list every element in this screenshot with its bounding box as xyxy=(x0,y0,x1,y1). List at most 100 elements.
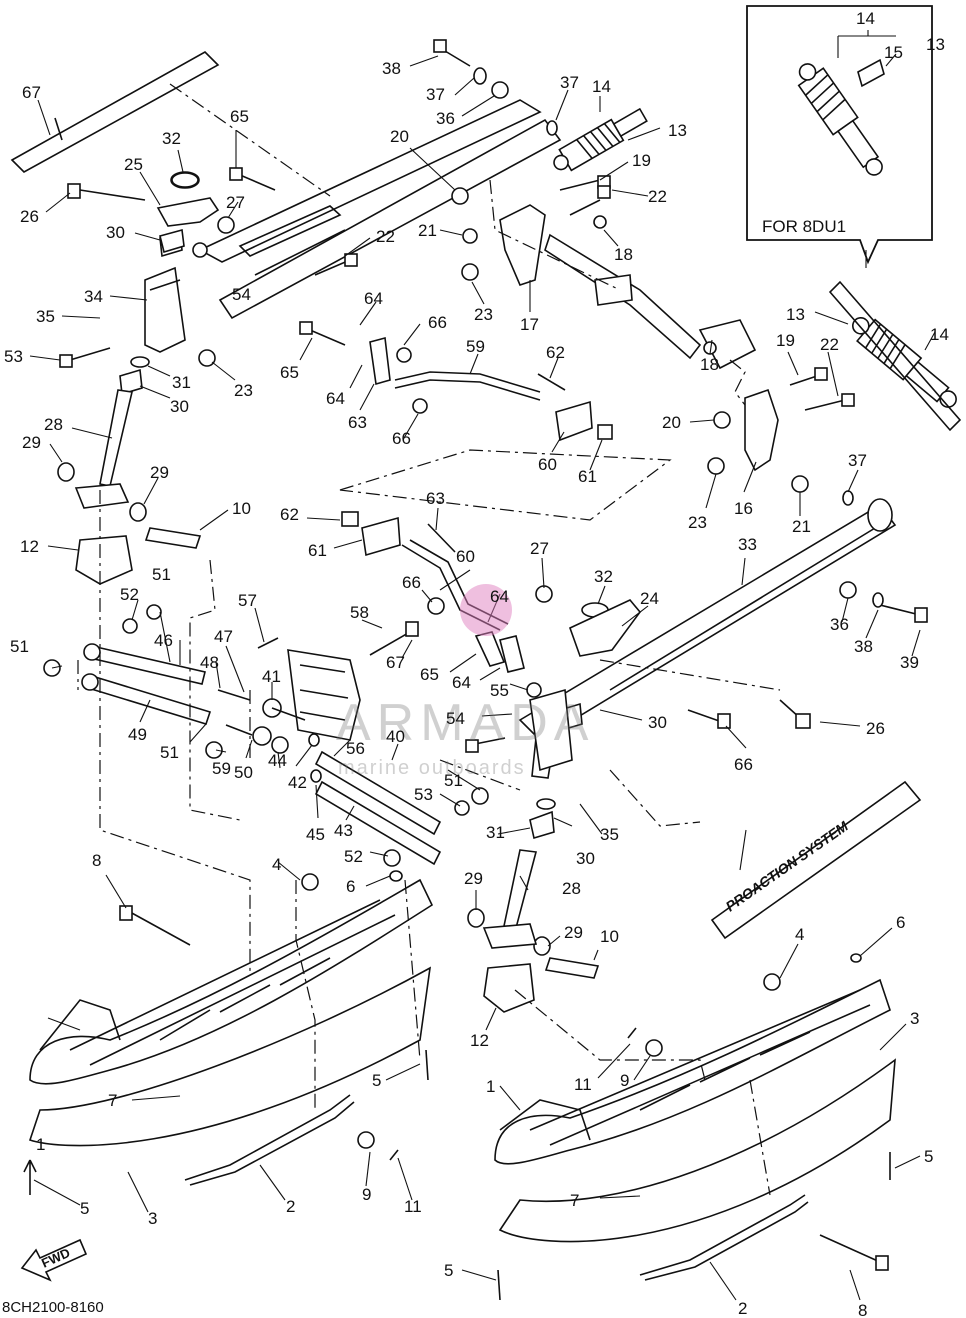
callout-2: 2 xyxy=(286,1197,295,1216)
spindles xyxy=(74,336,642,1013)
callout-50: 51 xyxy=(160,743,179,762)
callout-27: 27 xyxy=(226,193,245,212)
callout-66: 66 xyxy=(428,313,447,332)
callout-2: 2 xyxy=(738,1299,747,1318)
callout-5: 5 xyxy=(924,1147,933,1166)
callout-31: 31 xyxy=(486,823,505,842)
callout-65: 65 xyxy=(280,363,299,382)
decal-text: PROACTION SYSTEM xyxy=(723,818,852,915)
callout-64: 65 xyxy=(420,665,439,684)
callout-63: 63 xyxy=(348,413,367,432)
callout-52: 53 xyxy=(414,785,433,804)
callout-28: 28 xyxy=(562,879,581,898)
callouts: 1 1 2 2 3 3 4 4 5 5 5 5 6 6 7 7 8 8 9 9 … xyxy=(4,9,949,1318)
callout-30: 30 xyxy=(170,397,189,416)
callout-54: 55 xyxy=(490,681,509,700)
callout-41: 42 xyxy=(288,773,307,792)
callout-44: 45 xyxy=(306,825,325,844)
callout-36: 36 xyxy=(830,615,849,634)
callout-33: 33 xyxy=(738,535,757,554)
callout-53: 54 xyxy=(446,709,465,728)
callout-47: 48 xyxy=(200,653,219,672)
callout-16: 16 xyxy=(734,499,753,518)
callout-22: 22 xyxy=(820,335,839,354)
callout-64: 64 xyxy=(364,289,383,308)
callout-51: 51 xyxy=(152,565,171,584)
upper-assembly: PROACTION SYSTEM xyxy=(10,51,962,940)
callout-36: 36 xyxy=(436,109,455,128)
callout-13: 13 xyxy=(926,35,945,54)
callout-13: 13 xyxy=(668,121,687,140)
callout-62: 63 xyxy=(426,489,445,508)
callout-13: 13 xyxy=(786,305,805,324)
callout-20: 20 xyxy=(662,413,681,432)
hardware xyxy=(43,39,928,1271)
watermark: ARMADA marine outboards xyxy=(336,584,594,779)
callout-22: 22 xyxy=(376,227,395,246)
callout-30: 30 xyxy=(648,713,667,732)
callout-29: 29 xyxy=(150,463,169,482)
callout-12: 12 xyxy=(20,537,39,556)
skis xyxy=(23,878,896,1301)
watermark-name: ARMADA xyxy=(336,694,594,752)
callout-34: 34 xyxy=(84,287,103,306)
callout-7: 7 xyxy=(570,1191,579,1210)
callout-51: 51 xyxy=(10,637,29,656)
callout-7: 7 xyxy=(108,1091,117,1110)
callout-5: 5 xyxy=(372,1071,381,1090)
callout-4: 4 xyxy=(795,925,804,944)
callout-26: 26 xyxy=(866,719,885,738)
callout-20: 20 xyxy=(390,127,409,146)
callout-15: 15 xyxy=(884,43,903,62)
callout-1: 1 xyxy=(486,1077,495,1096)
callout-64: 64 xyxy=(326,389,345,408)
callout-29: 29 xyxy=(22,433,41,452)
callout-49: 50 xyxy=(234,763,253,782)
reference-lines xyxy=(77,83,781,1196)
callout-60: 61 xyxy=(308,541,327,560)
callout-10: 10 xyxy=(232,499,251,518)
callout-66: 67 xyxy=(386,653,405,672)
callout-1: 1 xyxy=(36,1135,45,1154)
callout-27: 27 xyxy=(530,539,549,558)
callout-21: 21 xyxy=(792,517,811,536)
callout-62: 62 xyxy=(546,343,565,362)
callout-11: 11 xyxy=(404,1197,422,1216)
callout-8: 8 xyxy=(92,851,101,870)
callout-31: 31 xyxy=(172,373,191,392)
fwd-arrow: FWD xyxy=(20,1238,88,1282)
callout-37: 37 xyxy=(426,85,445,104)
callout-26: 26 xyxy=(20,207,39,226)
callout-37: 38 xyxy=(854,637,873,656)
callout-32: 32 xyxy=(594,567,613,586)
callout-40: 41 xyxy=(262,667,281,686)
callout-10: 10 xyxy=(600,927,619,946)
callout-54: 54 xyxy=(232,285,251,304)
callout-6: 6 xyxy=(896,913,905,932)
callout-25: 25 xyxy=(124,155,143,174)
callout-66: 66 xyxy=(392,429,411,448)
callout-38: 39 xyxy=(900,653,919,672)
callout-9: 9 xyxy=(620,1071,629,1090)
inset-label: FOR 8DU1 xyxy=(762,217,846,236)
callout-59: 59 xyxy=(466,337,485,356)
callout-45: 46 xyxy=(154,631,173,650)
callout-17: 17 xyxy=(520,315,539,334)
callout-61: 62 xyxy=(280,505,299,524)
callout-8: 8 xyxy=(858,1301,867,1318)
callout-21: 21 xyxy=(418,221,437,240)
callout-46: 47 xyxy=(214,627,233,646)
callout-28: 28 xyxy=(44,415,63,434)
callout-5: 5 xyxy=(444,1261,453,1280)
callout-66: 66 xyxy=(402,573,421,592)
diagram-code: 8CH2100-8160 xyxy=(2,1299,104,1316)
callout-6: 6 xyxy=(346,877,355,896)
callout-18: 18 xyxy=(700,355,719,374)
callout-48: 49 xyxy=(128,725,147,744)
callout-38: 38 xyxy=(382,59,401,78)
callout-55: 56 xyxy=(346,739,365,758)
callout-30: 30 xyxy=(106,223,125,242)
callout-51: 52 xyxy=(344,847,363,866)
callout-58: 59 xyxy=(212,759,231,778)
